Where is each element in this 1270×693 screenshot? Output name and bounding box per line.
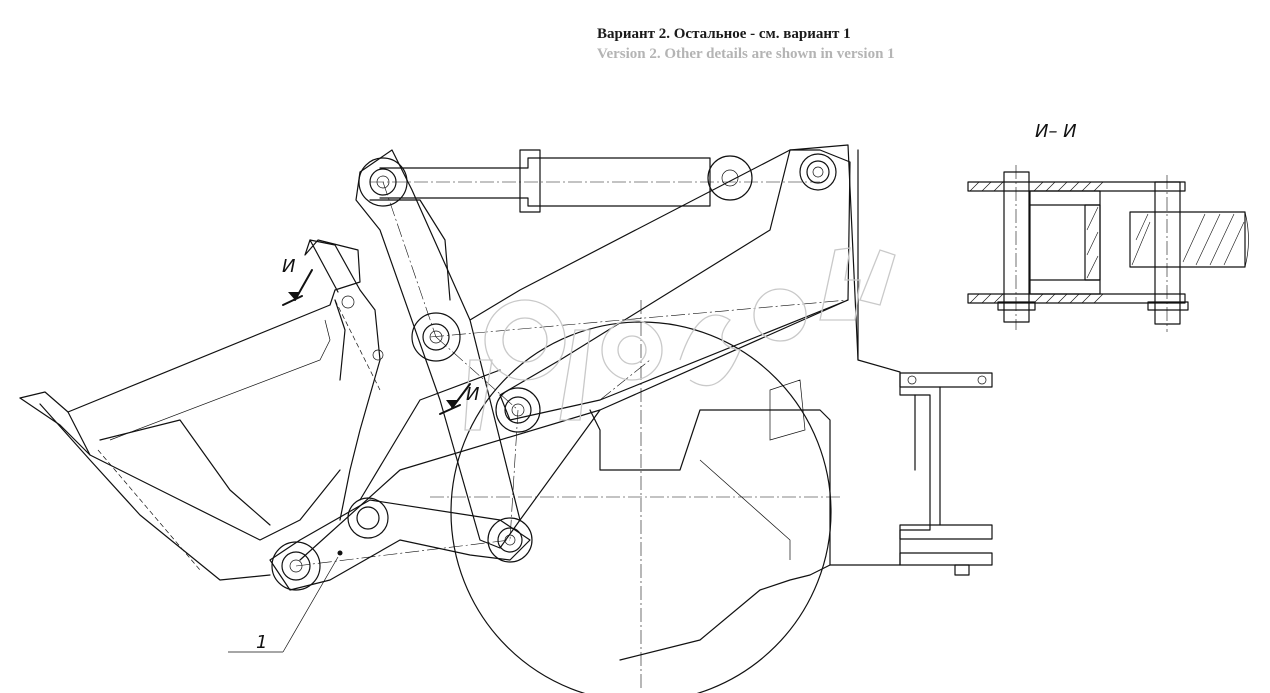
watermark-logo [464, 247, 896, 431]
section-marker-left: И [282, 256, 313, 306]
mounting-plates [899, 372, 993, 576]
caption-russian: Вариант 2. Остальное - см. вариант 1 [597, 26, 851, 42]
section-view-title: И– И [1035, 121, 1077, 142]
section-view: И– И [967, 121, 1249, 332]
callout-number-1: 1 [256, 632, 267, 653]
section-label-center: И [466, 384, 479, 405]
callout-1: 1 [228, 556, 339, 653]
hydraulic-cylinder [370, 149, 820, 213]
drum-circle [430, 300, 842, 693]
drawing-caption: Вариант 2. Остальное - см. вариант 1 Ver… [597, 24, 895, 64]
section-hatching [969, 181, 1245, 304]
caption-english: Version 2. Other details are shown in ve… [597, 46, 895, 62]
bellcrank-lever [355, 149, 541, 549]
bucket [19, 239, 384, 581]
linkage-centerlines [295, 181, 651, 567]
lower-link [269, 369, 533, 591]
section-marker-center: И [439, 383, 479, 415]
section-label-left: И [282, 256, 295, 277]
boom-arm [299, 149, 851, 561]
